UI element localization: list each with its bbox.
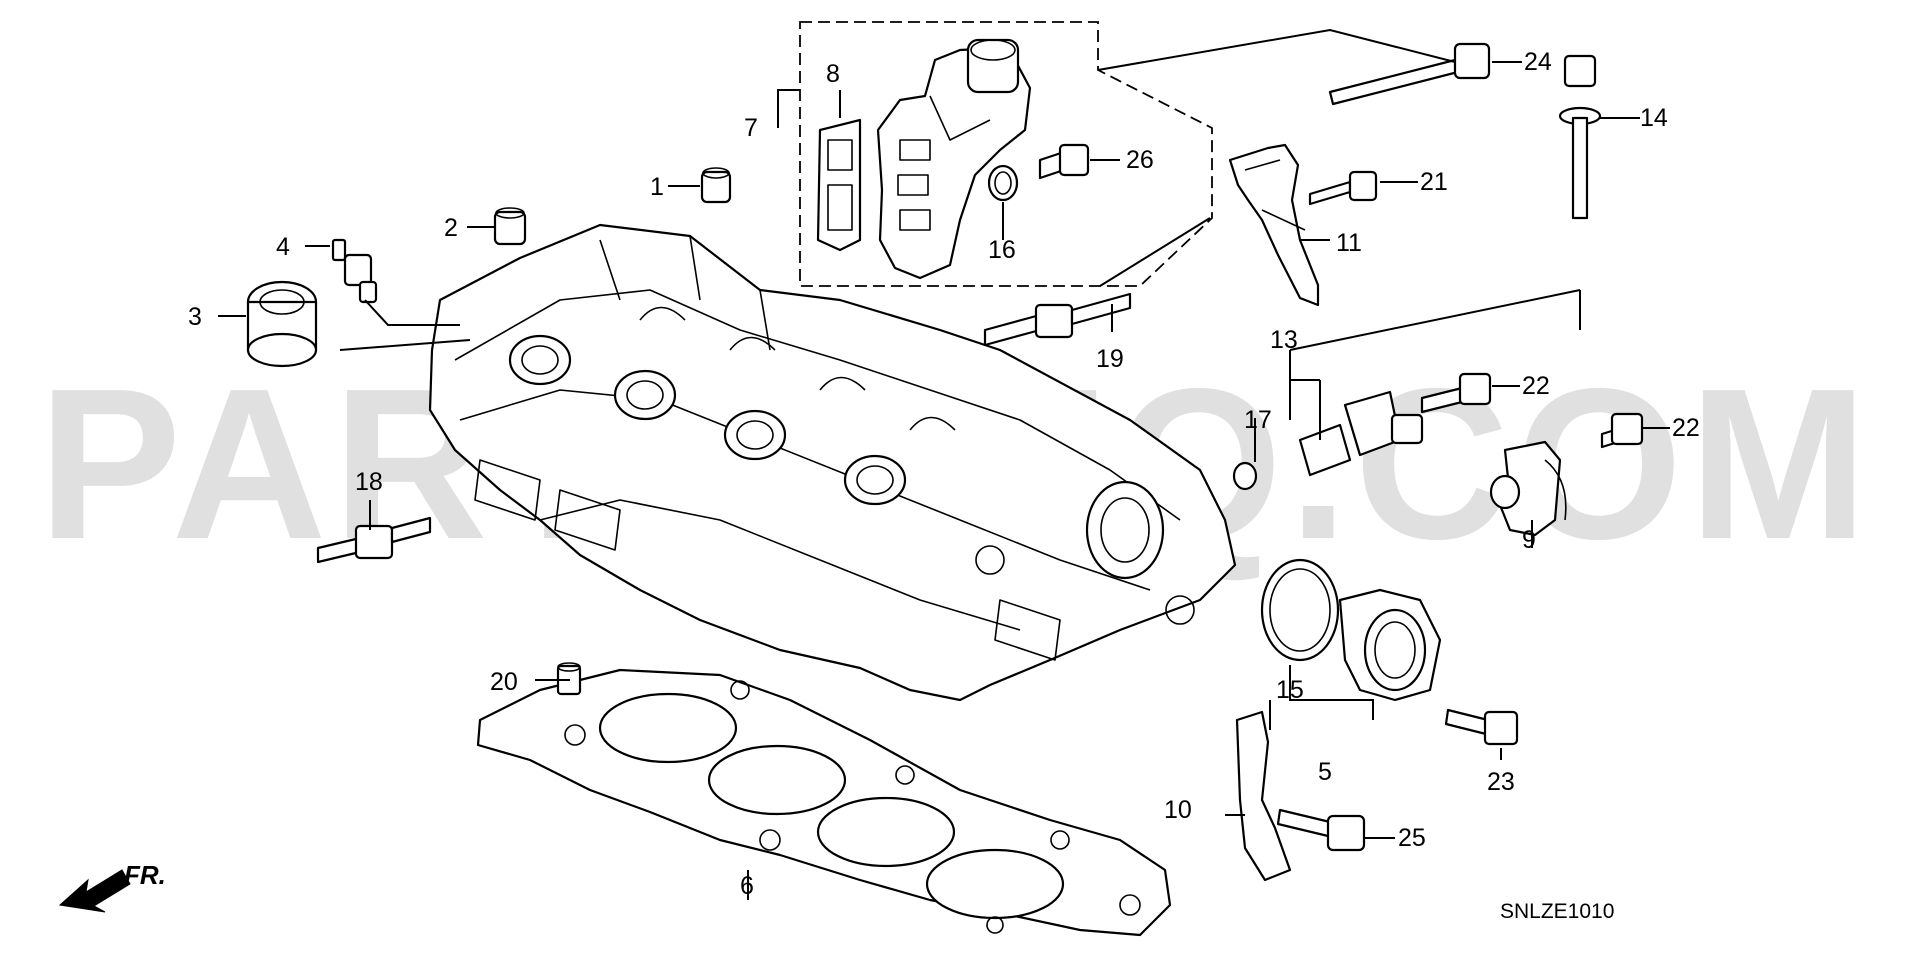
callout-26: 26 — [1126, 146, 1154, 174]
bracket-11[interactable] — [1228, 143, 1320, 307]
bolt-26[interactable] — [1038, 143, 1090, 180]
o-ring-17[interactable] — [1232, 461, 1258, 491]
o-ring-15[interactable] — [1260, 558, 1340, 662]
plug-3[interactable] — [246, 280, 318, 368]
water-outlet-5[interactable] — [1338, 588, 1442, 702]
sensor-13[interactable] — [1298, 390, 1424, 477]
callout-23: 23 — [1487, 768, 1515, 796]
callout-9: 9 — [1522, 526, 1536, 554]
callout-2: 2 — [444, 214, 458, 242]
pipe-9[interactable] — [1489, 440, 1567, 537]
callout-16: 16 — [988, 236, 1016, 264]
callout-17: 17 — [1244, 406, 1272, 434]
cylinder-head[interactable] — [428, 223, 1237, 702]
callout-1: 1 — [650, 173, 664, 201]
callout-13: 13 — [1270, 326, 1298, 354]
bolt-23[interactable] — [1444, 708, 1519, 746]
callout-24: 24 — [1524, 48, 1552, 76]
o-ring-16[interactable] — [987, 164, 1019, 202]
dowel-pin-20[interactable] — [556, 662, 582, 696]
bolt-22a[interactable] — [1420, 372, 1492, 414]
head-gasket[interactable] — [476, 668, 1172, 937]
front-label: FR. — [124, 860, 166, 890]
filter-gasket[interactable] — [816, 118, 862, 252]
callout-3: 3 — [188, 303, 202, 331]
seal-1[interactable] — [700, 167, 732, 204]
callout-22a: 22 — [1522, 372, 1550, 400]
callout-8: 8 — [826, 60, 840, 88]
callout-labels: 1 2 3 4 5 6 7 8 9 10 11 13 14 15 16 17 1… — [188, 48, 1700, 900]
bolt-21[interactable] — [1308, 170, 1378, 206]
bolt-24[interactable] — [1328, 42, 1491, 106]
callout-11: 11 — [1336, 229, 1362, 257]
callout-10: 10 — [1164, 796, 1192, 824]
callout-19: 19 — [1096, 345, 1124, 373]
seal-2[interactable] — [493, 207, 527, 246]
bolt-25[interactable] — [1276, 808, 1366, 852]
callout-21: 21 — [1420, 168, 1448, 196]
callout-15: 15 — [1276, 676, 1304, 704]
callout-18: 18 — [355, 468, 383, 496]
callout-22b: 22 — [1672, 414, 1700, 442]
arrow-icon — [58, 869, 131, 913]
diagram-code: SNLZE1010 — [1500, 900, 1614, 923]
callout-6: 6 — [740, 872, 754, 900]
front-arrow: FR. — [58, 860, 166, 913]
bolt-14[interactable] — [1558, 54, 1602, 220]
leader-lines — [218, 28, 1670, 900]
assembly-outline — [799, 21, 1213, 287]
callout-4: 4 — [276, 233, 290, 261]
stud-18[interactable] — [316, 516, 432, 564]
callout-14: 14 — [1640, 104, 1668, 132]
spool-valve-assembly[interactable] — [876, 38, 1032, 280]
callout-5: 5 — [1318, 758, 1332, 786]
callout-25: 25 — [1398, 824, 1426, 852]
bracket-10[interactable] — [1235, 710, 1292, 882]
stud-19[interactable] — [983, 292, 1132, 347]
callout-7: 7 — [744, 114, 758, 142]
callout-20: 20 — [490, 668, 518, 696]
sensor-4[interactable] — [331, 238, 378, 304]
